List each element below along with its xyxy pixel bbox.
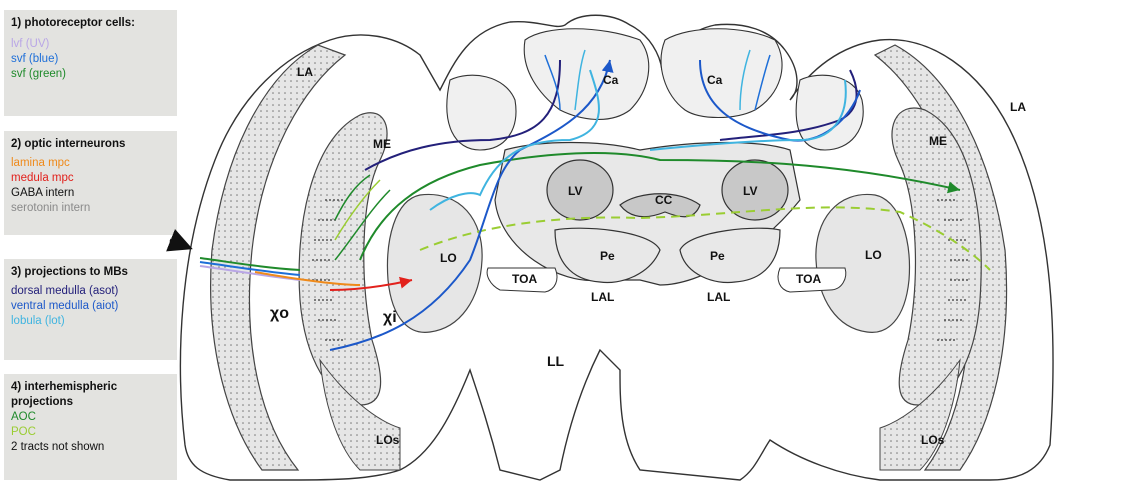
label-me-right: ME (929, 134, 947, 148)
label-la-right: LA (1010, 100, 1026, 114)
label-chi-i: χi (383, 309, 397, 326)
label-la-left: LA (297, 65, 313, 79)
label-pe-left: Pe (600, 249, 615, 263)
label-lo-left: LO (440, 251, 457, 265)
label-lv-right: LV (743, 184, 757, 198)
label-ca-left: Ca (603, 73, 619, 87)
central-complex (495, 143, 800, 286)
label-me-left: ME (373, 137, 391, 151)
label-chi-o: χo (270, 305, 289, 322)
label-los-right: LOs (921, 433, 945, 447)
label-ca-right: Ca (707, 73, 723, 87)
label-ll: LL (547, 353, 565, 369)
label-cc: CC (655, 193, 673, 207)
label-lal-left: LAL (591, 290, 614, 304)
label-pe-right: Pe (710, 249, 725, 263)
label-toa-left: TOA (512, 272, 537, 286)
input-arrow (170, 240, 190, 248)
label-toa-right: TOA (796, 272, 821, 286)
label-lv-left: LV (568, 184, 582, 198)
label-los-left: LOs (376, 433, 400, 447)
label-lal-right: LAL (707, 290, 730, 304)
label-lo-right: LO (865, 248, 882, 262)
